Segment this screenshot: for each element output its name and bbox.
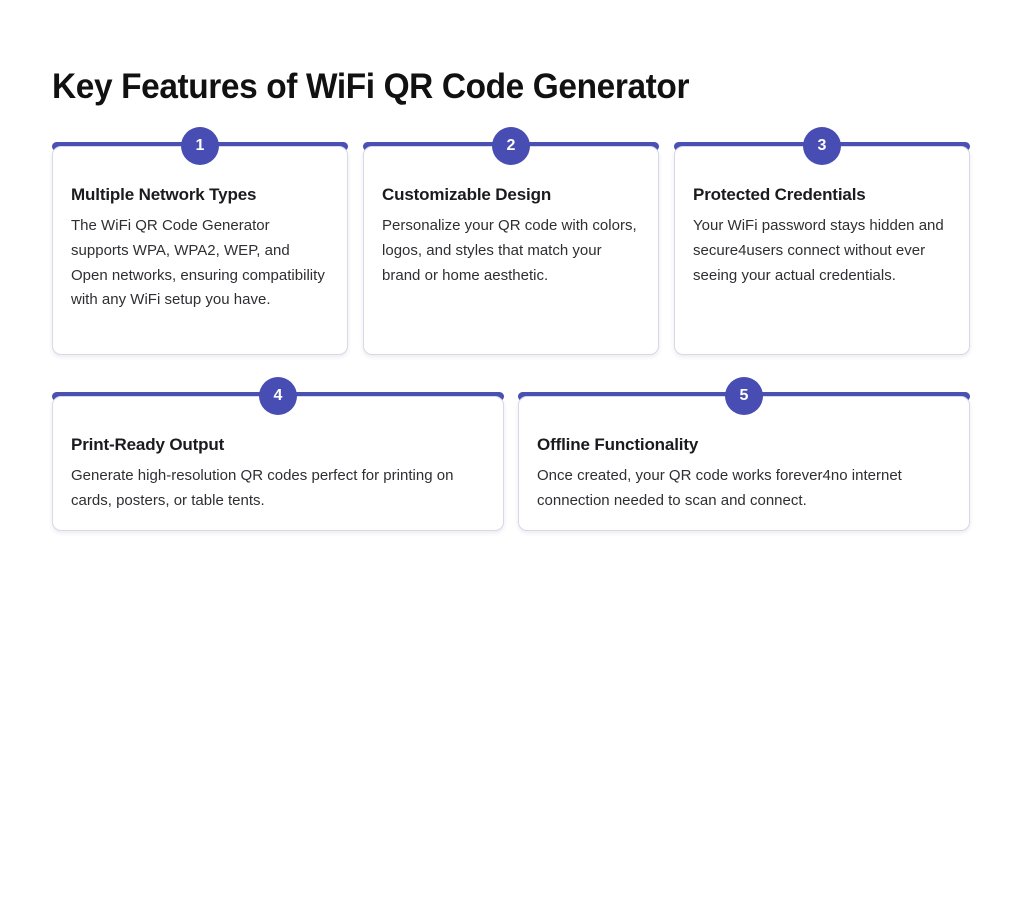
card-title: Print-Ready Output xyxy=(71,435,225,454)
card-surface: Offline Functionality Once created, your… xyxy=(518,396,970,531)
card-title: Customizable Design xyxy=(382,185,552,204)
card-number-badge: 1 xyxy=(181,127,219,165)
card-number-badge: 4 xyxy=(259,377,297,415)
card-body-text: The WiFi QR Code Generator supports WPA,… xyxy=(71,217,325,309)
card-body-text: Once created, your QR code works forever… xyxy=(537,467,902,509)
card-number-badge: 5 xyxy=(725,377,763,415)
card-title: Protected Credentials xyxy=(693,185,866,204)
card-number-badge: 2 xyxy=(492,127,530,165)
feature-card-2[interactable]: 2 Customizable Design Personalize your Q… xyxy=(363,127,659,355)
card-number-badge: 3 xyxy=(803,127,841,165)
card-body-text: Generate high-resolution QR codes perfec… xyxy=(71,467,454,509)
card-surface: Protected Credentials Your WiFi password… xyxy=(674,146,970,355)
feature-card-row-1: 1 Multiple Network Types The WiFi QR Cod… xyxy=(52,127,970,355)
feature-card-row-2: 4 Print-Ready Output Generate high-resol… xyxy=(52,377,970,531)
card-title: Multiple Network Types xyxy=(71,185,257,204)
card-surface: Print-Ready Output Generate high-resolut… xyxy=(52,396,504,531)
card-body-text: Your WiFi password stays hidden and secu… xyxy=(693,217,944,284)
page-title: Key Features of WiFi QR Code Generator xyxy=(52,67,690,107)
card-surface: Multiple Network Types The WiFi QR Code … xyxy=(52,146,348,355)
feature-card-4[interactable]: 4 Print-Ready Output Generate high-resol… xyxy=(52,377,504,531)
feature-card-5[interactable]: 5 Offline Functionality Once created, yo… xyxy=(518,377,970,531)
feature-card-1[interactable]: 1 Multiple Network Types The WiFi QR Cod… xyxy=(52,127,348,355)
card-surface: Customizable Design Personalize your QR … xyxy=(363,146,659,355)
feature-card-3[interactable]: 3 Protected Credentials Your WiFi passwo… xyxy=(674,127,970,355)
card-title: Offline Functionality xyxy=(537,435,699,454)
card-body-text: Personalize your QR code with colors, lo… xyxy=(382,217,637,284)
